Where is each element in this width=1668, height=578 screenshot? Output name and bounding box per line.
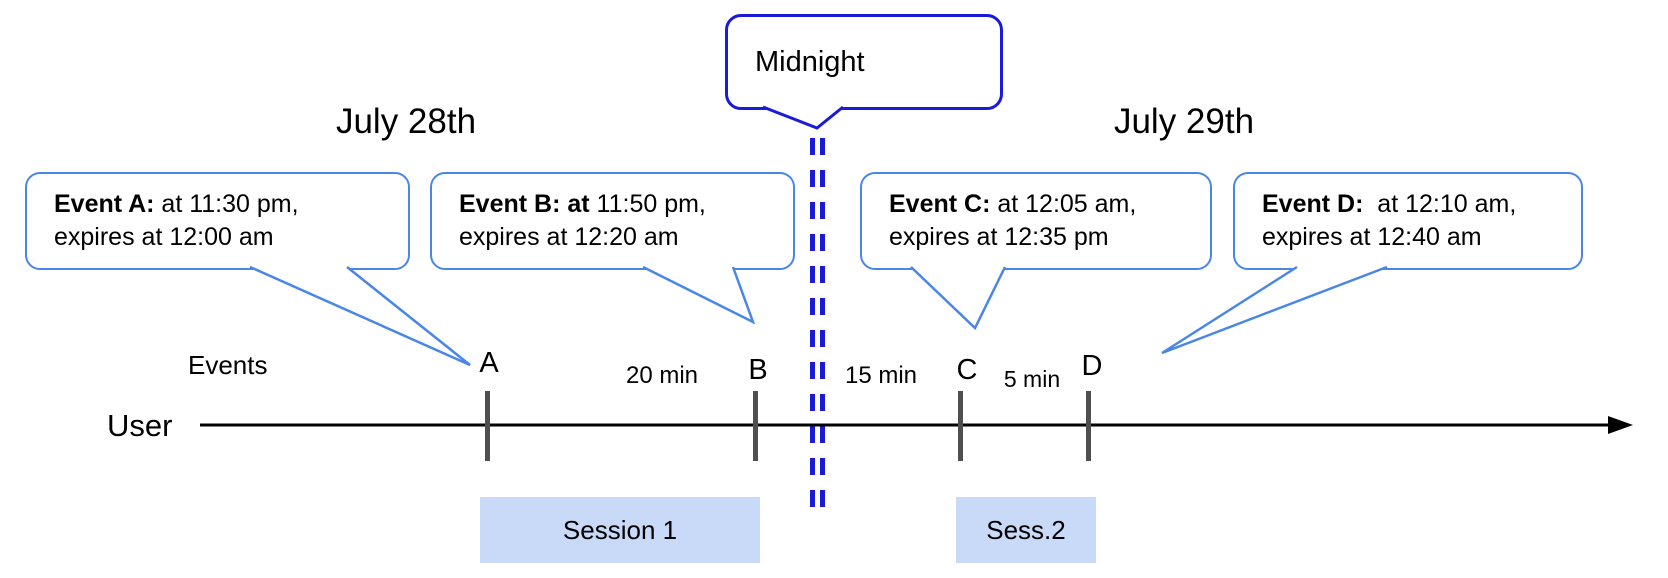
event-c-line1: Event C: at 12:05 am, xyxy=(889,188,1210,221)
tick-label-a: A xyxy=(479,347,499,379)
event-b-time: 11:50 pm, xyxy=(589,190,706,218)
user-row-label: User xyxy=(107,408,173,443)
event-a-line2: expires at 12:00 am xyxy=(54,223,274,251)
event-c-title: Event C: xyxy=(889,190,991,218)
event-a-callout: Event A: at 11:30 pm, expires at 12:00 a… xyxy=(25,172,410,270)
event-d-time: at 12:10 am, xyxy=(1363,190,1517,218)
midnight-callout-label: Midnight xyxy=(755,45,865,78)
event-d-line2: expires at 12:40 am xyxy=(1262,223,1482,251)
event-a-callout-tail xyxy=(249,265,471,367)
session-2-label: Sess.2 xyxy=(986,514,1066,545)
event-b-title: Event B: at xyxy=(459,190,590,218)
event-a-time: at 11:30 pm, xyxy=(154,190,299,218)
timeline-arrowhead xyxy=(1608,416,1633,434)
tick-label-d: D xyxy=(1081,350,1103,382)
event-d-callout-tail xyxy=(1161,265,1388,355)
session-1-box: Session 1 xyxy=(480,497,760,563)
event-c-callout-tail xyxy=(910,266,1007,331)
interval-5min: 5 min xyxy=(1003,366,1061,392)
tick-label-b: B xyxy=(748,354,768,386)
event-c-line2: expires at 12:35 pm xyxy=(889,223,1109,251)
event-d-callout: Event D: at 12:10 am, expires at 12:40 a… xyxy=(1233,172,1583,270)
event-d-title: Event D: xyxy=(1262,190,1364,218)
session-1-label: Session 1 xyxy=(562,514,678,545)
event-b-callout-tail xyxy=(642,265,756,325)
date-title-july-29: July 29th xyxy=(1113,102,1255,141)
interval-15min: 15 min xyxy=(844,362,918,389)
tick-label-c: C xyxy=(956,354,978,386)
event-c-time: at 12:05 am, xyxy=(990,190,1137,218)
interval-20min: 20 min xyxy=(625,362,699,389)
event-a-title: Event A: xyxy=(54,190,155,218)
midnight-callout: Midnight xyxy=(725,14,1003,110)
midnight-callout-tail xyxy=(762,105,844,130)
event-b-line1: Event B: at 11:50 pm, xyxy=(459,188,793,221)
event-a-line1: Event A: at 11:30 pm, xyxy=(54,188,408,221)
events-row-label: Events xyxy=(188,350,268,380)
event-d-line1: Event D: at 12:10 am, xyxy=(1262,188,1581,221)
event-b-callout: Event B: at 11:50 pm, expires at 12:20 a… xyxy=(430,172,795,270)
event-b-line2: expires at 12:20 am xyxy=(459,223,679,251)
date-title-july-28: July 28th xyxy=(335,102,477,141)
event-c-callout: Event C: at 12:05 am, expires at 12:35 p… xyxy=(860,172,1212,270)
session-2-box: Sess.2 xyxy=(956,497,1096,563)
